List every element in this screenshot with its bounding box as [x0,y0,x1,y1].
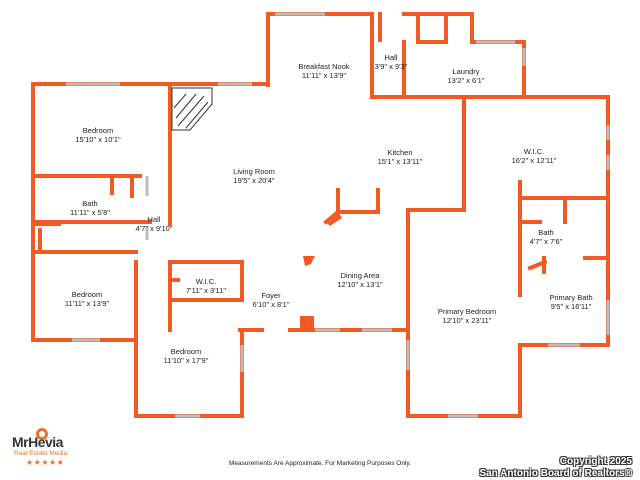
room-dims-foyer: 6'10" x 8'1" [253,300,290,309]
room-name-hall-west: Hall [148,215,161,224]
room-dims-wic-east: 16'2" x 12'11" [512,156,557,165]
room-name-foyer: Foyer [261,291,281,300]
room-dims-hall-west: 4'7" x 9'10" [136,224,173,233]
fireplace [171,87,213,131]
room-name-kitchen: Kitchen [387,148,412,157]
room-dims-dining-area: 12'10" x 13'1" [337,280,383,289]
room-dims-primary-bedroom: 12'10" x 23'11" [443,316,492,325]
room-name-bedroom-s: Bedroom [171,347,201,356]
room-dims-bedroom-sw: 11'11" x 13'9" [65,299,110,308]
room-dims-primary-bath: 9'5" x 16'11" [551,302,592,311]
logo-subtext: Real Estate Media [14,450,68,457]
copyright-block: Copyright 2025 San Antonio Board of Real… [479,456,632,480]
stair-block [33,220,61,226]
room-name-bedroom-nw: Bedroom [83,126,113,135]
room-dims-bedroom-nw: 15'10" x 10'1" [75,135,121,144]
room-dims-laundry: 13'2" x 6'1" [448,76,485,85]
windows [66,12,610,418]
brand-logo: MrHevia Real Estate Media ★★★★★ [12,428,92,468]
logo-stars: ★★★★★ [26,458,65,467]
room-dims-bath-east: 4'7" x 7'6" [530,237,563,246]
room-dims-breakfast-nook: 11'11" x 13'9" [302,71,347,80]
column-block [300,316,314,330]
room-name-wic-small: W.I.C. [196,277,216,286]
room-dims-kitchen: 15'1" x 13'11" [378,157,423,166]
room-dims-wic-small: 7'11" x 3'11" [186,286,226,295]
room-name-bath-west: Bath [82,199,97,208]
copyright-line-2: San Antonio Board of Realtors® [479,468,632,479]
island-corner [326,212,342,226]
room-name-dining-area: Dining Area [341,271,381,280]
room-dims-living-room: 19'5" x 20'4" [233,176,274,185]
room-name-breakfast-nook: Breakfast Nook [298,62,350,71]
room-name-hall-top: Hall [385,53,398,62]
room-name-bath-east: Bath [538,228,553,237]
room-name-living-room: Living Room [233,167,275,176]
room-name-laundry: Laundry [452,67,479,76]
copyright-line-1: Copyright 2025 [559,456,632,467]
kitchen-column [303,256,315,266]
room-labels: Breakfast Nook 11'11" x 13'9" Hall 3'9" … [65,53,593,365]
logo-text: MrHevia [12,434,63,450]
room-dims-bath-west: 11'11" x 5'8" [70,208,110,217]
room-name-primary-bath: Primary Bath [549,293,592,302]
room-dims-hall-top: 3'9" x 9'3" [375,62,408,71]
room-name-wic-east: W.I.C. [524,147,544,156]
room-dims-bedroom-s: 11'10" x 17'9" [164,356,209,365]
house-pin-icon [36,428,48,440]
disclaimer-text: Measurements Are Approximate. For Market… [229,460,411,467]
room-name-primary-bedroom: Primary Bedroom [438,307,496,316]
room-name-bedroom-sw: Bedroom [72,290,102,299]
